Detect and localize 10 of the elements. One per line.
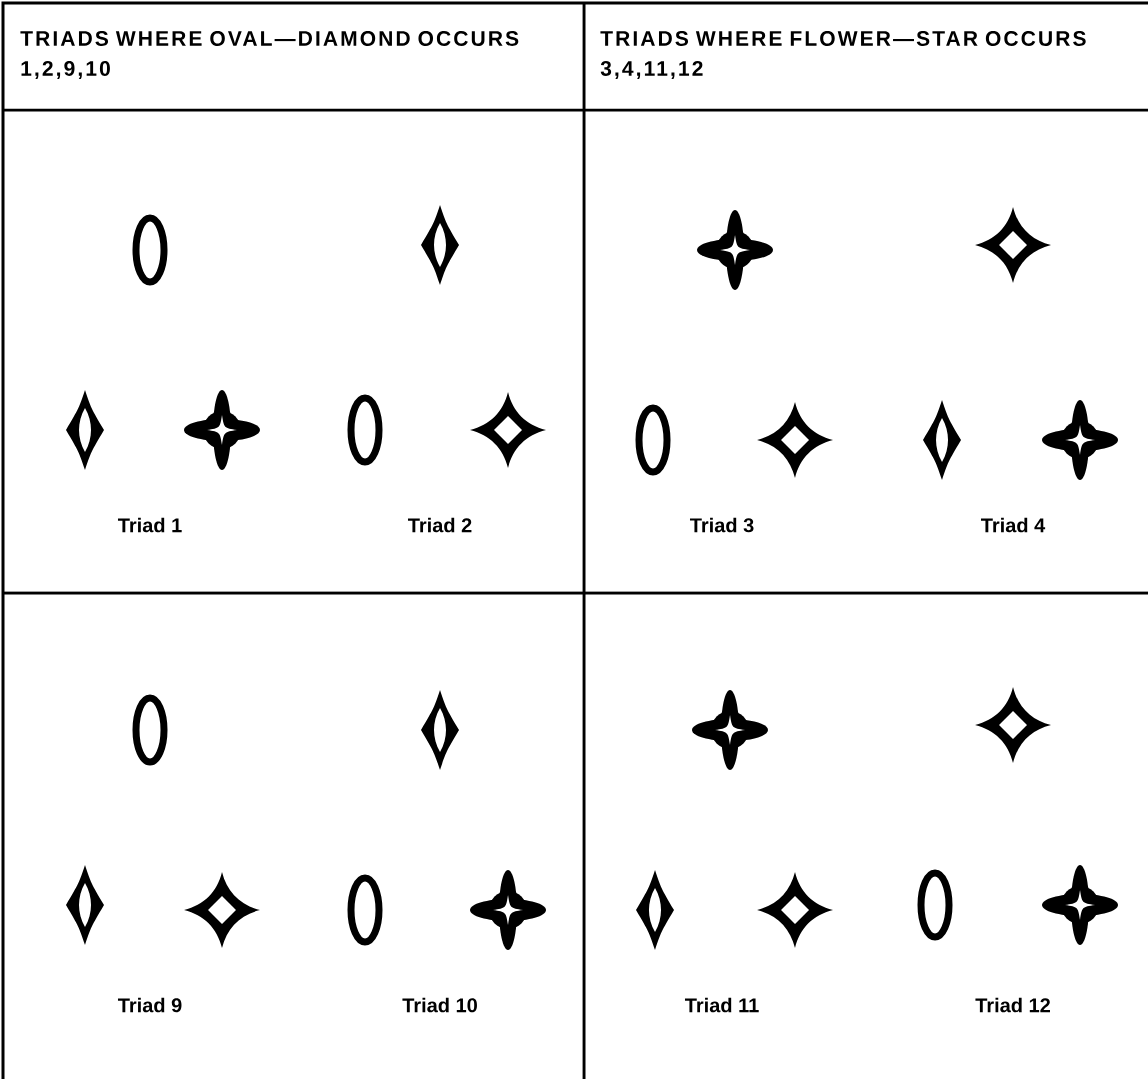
triad-label: Triad 11 [685, 997, 759, 1013]
triad-label: Triad 1 [118, 517, 182, 533]
triad-label: Triad 10 [402, 997, 477, 1013]
triad-label: Triad 2 [408, 517, 472, 533]
header-text: TRIADS WHERE OVAL—DIAMOND OCCURS 1,2,9,10 [20, 31, 519, 79]
triad-label: Triad 3 [690, 517, 754, 533]
triad-label: Triad 4 [981, 517, 1046, 533]
header-text: TRIADS WHERE FLOWER—STAR OCCURS 3,4,11,12 [600, 31, 1086, 79]
triad-label: Triad 12 [975, 997, 1050, 1013]
triad-label: Triad 9 [118, 997, 182, 1013]
